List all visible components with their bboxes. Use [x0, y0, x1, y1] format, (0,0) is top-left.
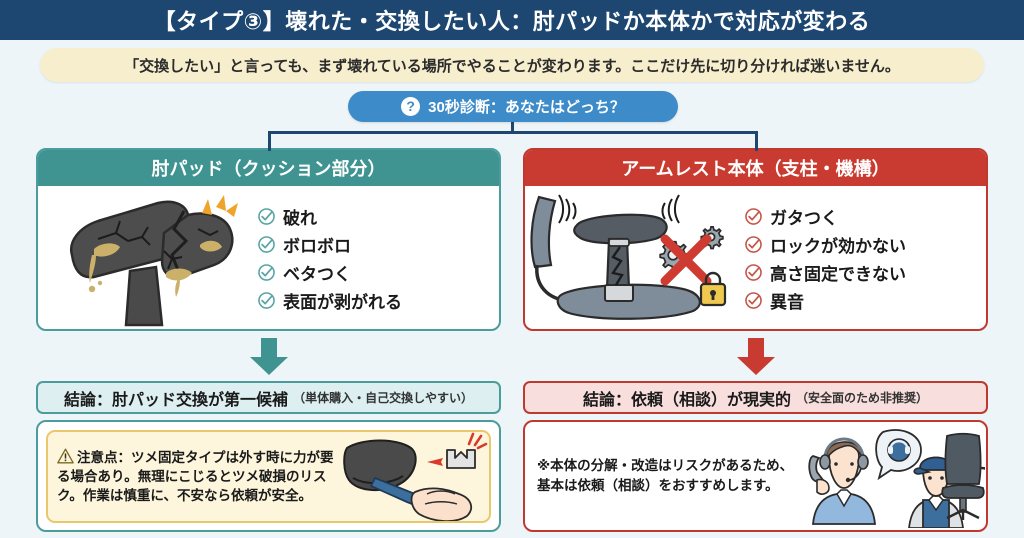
connector-stem: [511, 120, 514, 133]
card-armrest-body: アームレスト本体（支柱・機構）: [523, 148, 988, 331]
note-panel-right-inner: ※本体の分解・改造はリスクがあるため、基本は依頼（相談）をおすすめします。: [525, 422, 986, 530]
conclusion-right-main: 結論：依頼（相談）が現実的: [582, 391, 791, 409]
card-elbow-pad: 肘パッド（クッション部分）: [36, 148, 501, 331]
list-item-label: ボロボロ: [283, 237, 351, 256]
subtitle-banner: 「交換したい」と言っても、まず壊れている場所でやることが変わります。ここだけ先に…: [40, 48, 984, 82]
question-mark-icon: ?: [401, 97, 421, 116]
list-item: ベタつく: [257, 259, 499, 287]
list-item-label: ベタつく: [283, 265, 351, 284]
check-circle-icon: [258, 264, 275, 281]
list-item-label: 異音: [770, 293, 804, 312]
list-item-label: 破れ: [283, 209, 317, 228]
note-panel-right: ※本体の分解・改造はリスクがあるため、基本は依頼（相談）をおすすめします。: [523, 420, 988, 532]
list-item: 破れ: [257, 203, 499, 231]
subtitle-text: 「交換したい」と言っても、まず壊れている場所でやることが変わります。ここだけ先に…: [124, 57, 900, 75]
list-item-label: 高さ固定できない: [770, 265, 906, 284]
check-circle-icon: [258, 236, 275, 253]
hand-prying-pad-with-tool-illustration: [341, 432, 489, 521]
caution-note-text: 注意点：ツメ固定タイプは外す時に力が要る場合あり。無理にこじるとツメ破損のリスク…: [57, 449, 334, 504]
connector-left-drop: [268, 131, 271, 151]
card-elbow-pad-body: 破れ ボロボロ ベタつく: [38, 186, 499, 329]
connector-horizontal: [268, 131, 758, 134]
down-arrow-red-icon: [736, 338, 776, 376]
conclusion-left-sub: （単体購入・自己交換しやすい）: [293, 391, 473, 405]
page-title: 【タイプ③】壊れた・交換したい人：肘パッドか本体かで対応が変わる: [153, 9, 871, 34]
chair-armrest-mechanism-illustration: [525, 189, 740, 329]
list-item-label: ロックが効かない: [770, 237, 906, 256]
lock-icon: [699, 271, 727, 306]
card-armrest-body-body: ガタつく ロックが効かない 高さ固定できない: [525, 186, 986, 329]
list-item: 異音: [744, 287, 986, 315]
caution-note-text-wrap: 注意点：ツメ固定タイプは外す時に力が要る場合あり。無理にこじるとツメ破損のリスク…: [48, 448, 341, 505]
check-circle-icon: [258, 208, 275, 225]
support-operator-and-technician-illustration: [805, 424, 986, 528]
check-circle-icon: [745, 236, 762, 253]
check-circle-icon: [745, 208, 762, 225]
card-elbow-pad-symptom-list: 破れ ボロボロ ベタつく: [253, 203, 499, 315]
caution-note-box: 注意点：ツメ固定タイプは外す時に力が要る場合あり。無理にこじるとツメ破損のリスク…: [46, 430, 491, 523]
note-panel-left: 注意点：ツメ固定タイプは外す時に力が要る場合あり。無理にこじるとツメ破損のリスク…: [36, 420, 501, 532]
list-item: ガタつく: [744, 203, 986, 231]
conclusion-left: 結論：肘パッド交換が第一候補 （単体購入・自己交換しやすい）: [36, 381, 501, 414]
red-x-icon: [660, 234, 712, 285]
list-item-label: ガタつく: [770, 209, 838, 228]
diagnosis-label: 30秒診断：あなたはどっち？: [428, 99, 625, 116]
advice-note-text: ※本体の分解・改造はリスクがあるため、基本は依頼（相談）をおすすめします。: [537, 457, 794, 493]
list-item: ロックが効かない: [744, 231, 986, 259]
card-armrest-body-symptom-list: ガタつく ロックが効かない 高さ固定できない: [740, 203, 986, 315]
conclusion-left-main: 結論：肘パッド交換が第一候補: [64, 391, 289, 409]
check-circle-icon: [258, 292, 275, 309]
down-arrow-teal-icon: [249, 338, 289, 376]
check-circle-icon: [745, 292, 762, 309]
cracked-armrest-pad-illustration: [38, 189, 253, 329]
card-elbow-pad-header: 肘パッド（クッション部分）: [38, 150, 499, 186]
card-armrest-body-title: アームレスト本体（支柱・機構）: [621, 159, 890, 179]
card-elbow-pad-title: 肘パッド（クッション部分）: [151, 159, 386, 179]
connector-right-drop: [755, 131, 758, 151]
list-item: 高さ固定できない: [744, 259, 986, 287]
list-item-label: 表面が剥がれる: [283, 293, 402, 312]
list-item: 表面が剥がれる: [257, 287, 499, 315]
header-bar: 【タイプ③】壊れた・交換したい人：肘パッドか本体かで対応が変わる: [0, 0, 1024, 40]
check-circle-icon: [745, 264, 762, 281]
diagnosis-pill: ? 30秒診断：あなたはどっち？: [348, 91, 678, 122]
conclusion-right-sub: （安全面のため非推奨）: [796, 391, 929, 405]
conclusion-right: 結論：依頼（相談）が現実的 （安全面のため非推奨）: [523, 381, 988, 414]
card-armrest-body-header: アームレスト本体（支柱・機構）: [525, 150, 986, 186]
warning-triangle-icon: [57, 448, 74, 464]
list-item: ボロボロ: [257, 231, 499, 259]
